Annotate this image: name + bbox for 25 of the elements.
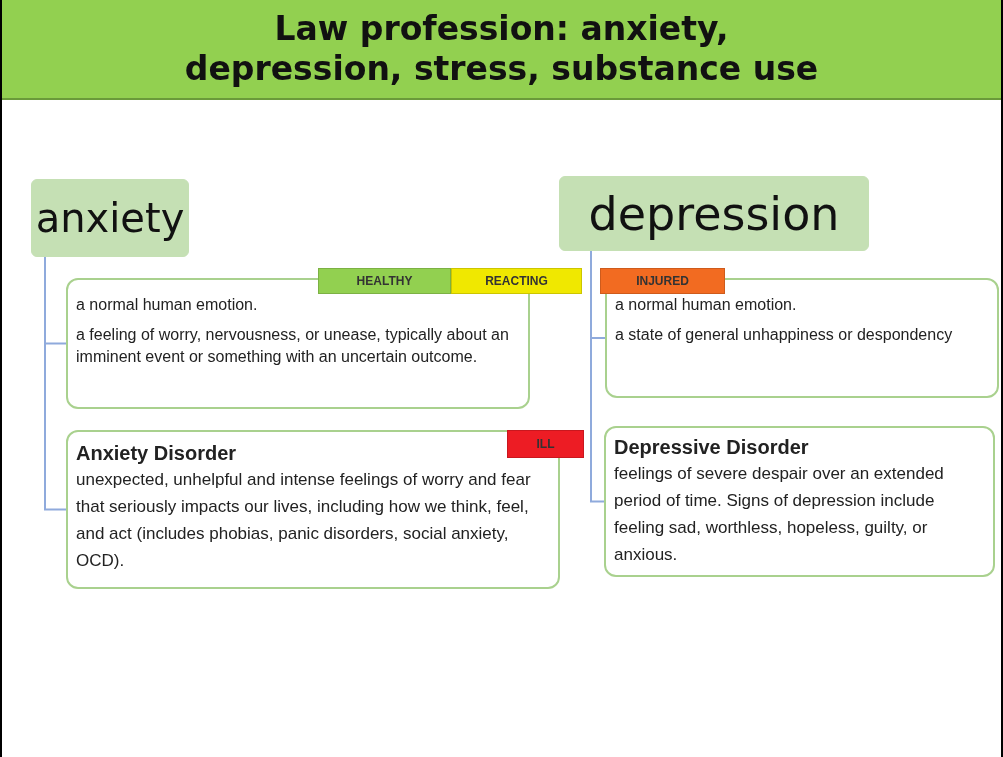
scale-band	[451, 268, 582, 294]
definition-text: a normal human emotion.	[615, 295, 798, 315]
topic-heading: depression	[588, 186, 840, 241]
scale-label: ILL	[536, 437, 555, 451]
title: Law profession: anxiety, depression, stress, substance use	[183, 9, 820, 89]
scale-label: INJURED	[636, 274, 689, 288]
description-text: unexpected, unhelpful and intense feelings of worry and fear that seriously impacts our lives, including how we think, feel, and act (includes phobias, panic disorders, social anxiety, OCD).	[76, 469, 532, 572]
definition-text: a normal human emotion.	[76, 295, 259, 315]
topic-box	[31, 179, 189, 257]
scale-label: HEALTHY	[356, 274, 413, 288]
scale-band	[507, 430, 584, 458]
disorder-box	[604, 426, 995, 577]
topic-box	[559, 176, 869, 251]
topic-heading: anxiety	[35, 195, 185, 241]
description-text: feelings of severe despair over an extended period of time. Signs of depression include feeling sad, worthless, hopeless, guilty, or anxious.	[614, 463, 945, 566]
tree-connector	[590, 250, 605, 503]
scale-label: REACTING	[485, 274, 548, 288]
definition-text: a state of general unhappiness or despondency	[615, 325, 954, 345]
box-heading: Depressive Disorder	[614, 436, 810, 458]
disorder-box	[66, 430, 560, 589]
scale-band	[318, 268, 451, 294]
tree-connector	[44, 256, 67, 511]
definition-box	[605, 278, 999, 398]
definition-text: a feeling of worry, nervousness, or unease, typically about an imminent event or something with an uncertain outcome.	[76, 325, 510, 367]
scale-band	[600, 268, 725, 294]
